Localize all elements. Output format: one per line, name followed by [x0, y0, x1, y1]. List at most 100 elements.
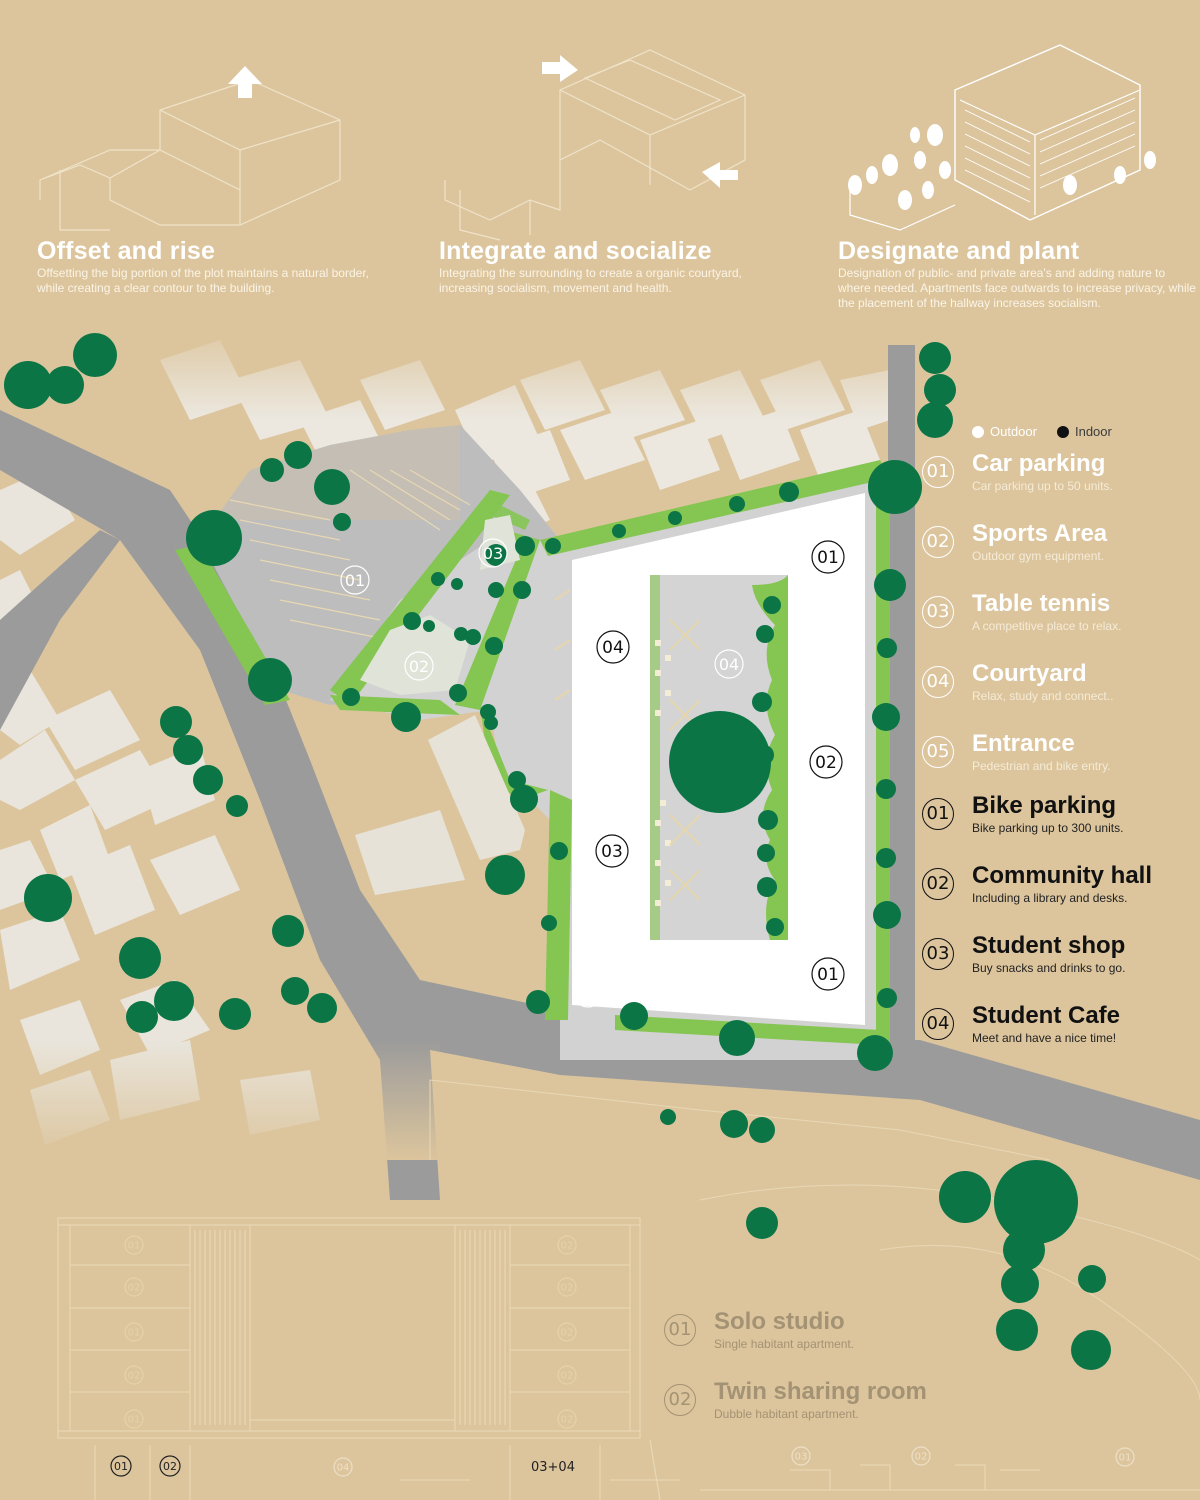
- concept-offset: Offset and rise Offsetting the big porti…: [37, 236, 397, 296]
- legend-desc: Buy snacks and drinks to go.: [972, 961, 1126, 975]
- tree-icon: [729, 496, 745, 512]
- tree-icon: [480, 704, 496, 720]
- map-label-text: 02: [815, 753, 837, 773]
- tree-icon: [668, 511, 682, 525]
- trees: [4, 333, 1111, 1370]
- tree-icon: [924, 374, 956, 406]
- legend-desc: Relax, study and connect..: [972, 689, 1114, 703]
- legend-number: 02: [922, 526, 954, 558]
- map-label-text: 02: [915, 1452, 928, 1463]
- tree-icon: [550, 842, 568, 860]
- apartment-number: 01: [664, 1314, 696, 1346]
- concept-text: Designation of public- and private area'…: [838, 266, 1196, 310]
- fade-bottom: [0, 1040, 440, 1160]
- tree-icon: [219, 998, 251, 1030]
- concept-title: Designate and plant: [838, 237, 1080, 265]
- concept-text: Offsetting the big portion of the plot m…: [37, 266, 369, 295]
- apartment-desc: Single habitant apartment.: [714, 1337, 855, 1351]
- tree-icon: [541, 915, 557, 931]
- map-label-circle: 01: [124, 1409, 144, 1429]
- map-label-circle: 01: [1115, 1447, 1135, 1467]
- map-label-text: 01: [817, 548, 839, 568]
- map-label-circle: 03: [595, 834, 629, 868]
- tree-icon: [872, 703, 900, 731]
- tree-icon: [756, 625, 774, 643]
- tree-icon: [226, 795, 248, 817]
- map-label-text: 03: [483, 544, 503, 563]
- map-label-circle: 02: [124, 1365, 144, 1385]
- map-label-circle: 01: [811, 540, 845, 574]
- legend-desc: A competitive place to relax.: [972, 619, 1122, 633]
- tree-icon: [669, 711, 771, 813]
- tree-icon: [1003, 1229, 1045, 1271]
- tree-icon: [752, 692, 772, 712]
- tree-icon: [485, 855, 525, 895]
- legend-title: Bike parking: [972, 792, 1117, 819]
- concept-sketch-designate: [848, 44, 1156, 231]
- tree-icon: [333, 513, 351, 531]
- tree-icon: [877, 638, 897, 658]
- map-label-text: 03: [795, 1452, 808, 1463]
- tree-icon: [126, 1001, 158, 1033]
- tree-icon: [451, 578, 463, 590]
- arrow-up-icon: [228, 66, 262, 98]
- legend-number: 03: [922, 596, 954, 628]
- tree-icon: [877, 988, 897, 1008]
- map-label-text: 02: [409, 657, 429, 676]
- tree-icon: [1071, 1330, 1111, 1370]
- map-label-text: 01: [114, 1460, 128, 1473]
- map-label-circle: 01: [110, 1455, 132, 1477]
- tree-icon: [513, 581, 531, 599]
- legend-desc: Outdoor gym equipment.: [972, 549, 1105, 563]
- courtyard-paving-pattern: [655, 640, 671, 906]
- legend-indoor-item: 01 Bike parking Bike parking up to 300 u…: [922, 792, 1197, 846]
- tree-icon: [873, 901, 901, 929]
- road-network: [0, 345, 1200, 1200]
- legend-header: Outdoor Indoor: [972, 424, 1112, 439]
- legend-number: 02: [922, 868, 954, 900]
- tree-icon: [119, 937, 161, 979]
- tree-icon: [766, 918, 784, 936]
- map-label-circle: 04: [596, 630, 630, 664]
- tree-icon: [857, 1035, 893, 1071]
- tree-icon: [391, 702, 421, 732]
- tree-icon: [160, 706, 192, 738]
- legend-desc: Bike parking up to 300 units.: [972, 821, 1124, 835]
- tree-icon: [248, 658, 292, 702]
- tree-icon: [876, 779, 896, 799]
- map-label-circle: 01: [811, 957, 845, 991]
- combined-unit-label: 03+04: [531, 1460, 575, 1475]
- tree-icon: [281, 977, 309, 1005]
- tree-icon: [173, 735, 203, 765]
- tree-icon: [488, 582, 504, 598]
- neighbour-building-center: [355, 810, 465, 895]
- tree-icon: [868, 460, 922, 514]
- map-label-text: 01: [128, 1328, 141, 1339]
- tree-icon: [919, 342, 951, 374]
- floor-plan: [57, 1217, 1200, 1500]
- courtyard-furniture: [554, 589, 701, 901]
- tree-icon: [431, 572, 445, 586]
- apartment-number: 02: [664, 1384, 696, 1416]
- tree-icon: [485, 544, 507, 566]
- legend-outdoor-item: 04 Courtyard Relax, study and connect..: [922, 660, 1197, 714]
- outdoor-label: Outdoor: [990, 424, 1037, 439]
- tree-icon: [1078, 1265, 1106, 1293]
- map-label-circle: 01: [124, 1235, 144, 1255]
- tree-icon: [403, 612, 421, 630]
- tree-icon: [284, 441, 312, 469]
- tree-icon: [508, 771, 526, 789]
- tree-icon: [660, 1109, 676, 1125]
- tree-icon: [749, 1117, 775, 1143]
- map-label-circle: 02: [557, 1365, 577, 1385]
- legend-title: Student Cafe: [972, 1002, 1121, 1029]
- tree-icon: [874, 569, 906, 601]
- concept-text: Integrating the surrounding to create a …: [439, 266, 742, 295]
- map-label-circle: 03: [791, 1446, 811, 1466]
- map-label-circle: 02: [124, 1277, 144, 1297]
- tree-icon: [314, 469, 350, 505]
- map-label-circle: 02: [911, 1446, 931, 1466]
- legend-desc: Pedestrian and bike entry.: [972, 759, 1111, 773]
- legend-number: 01: [922, 798, 954, 830]
